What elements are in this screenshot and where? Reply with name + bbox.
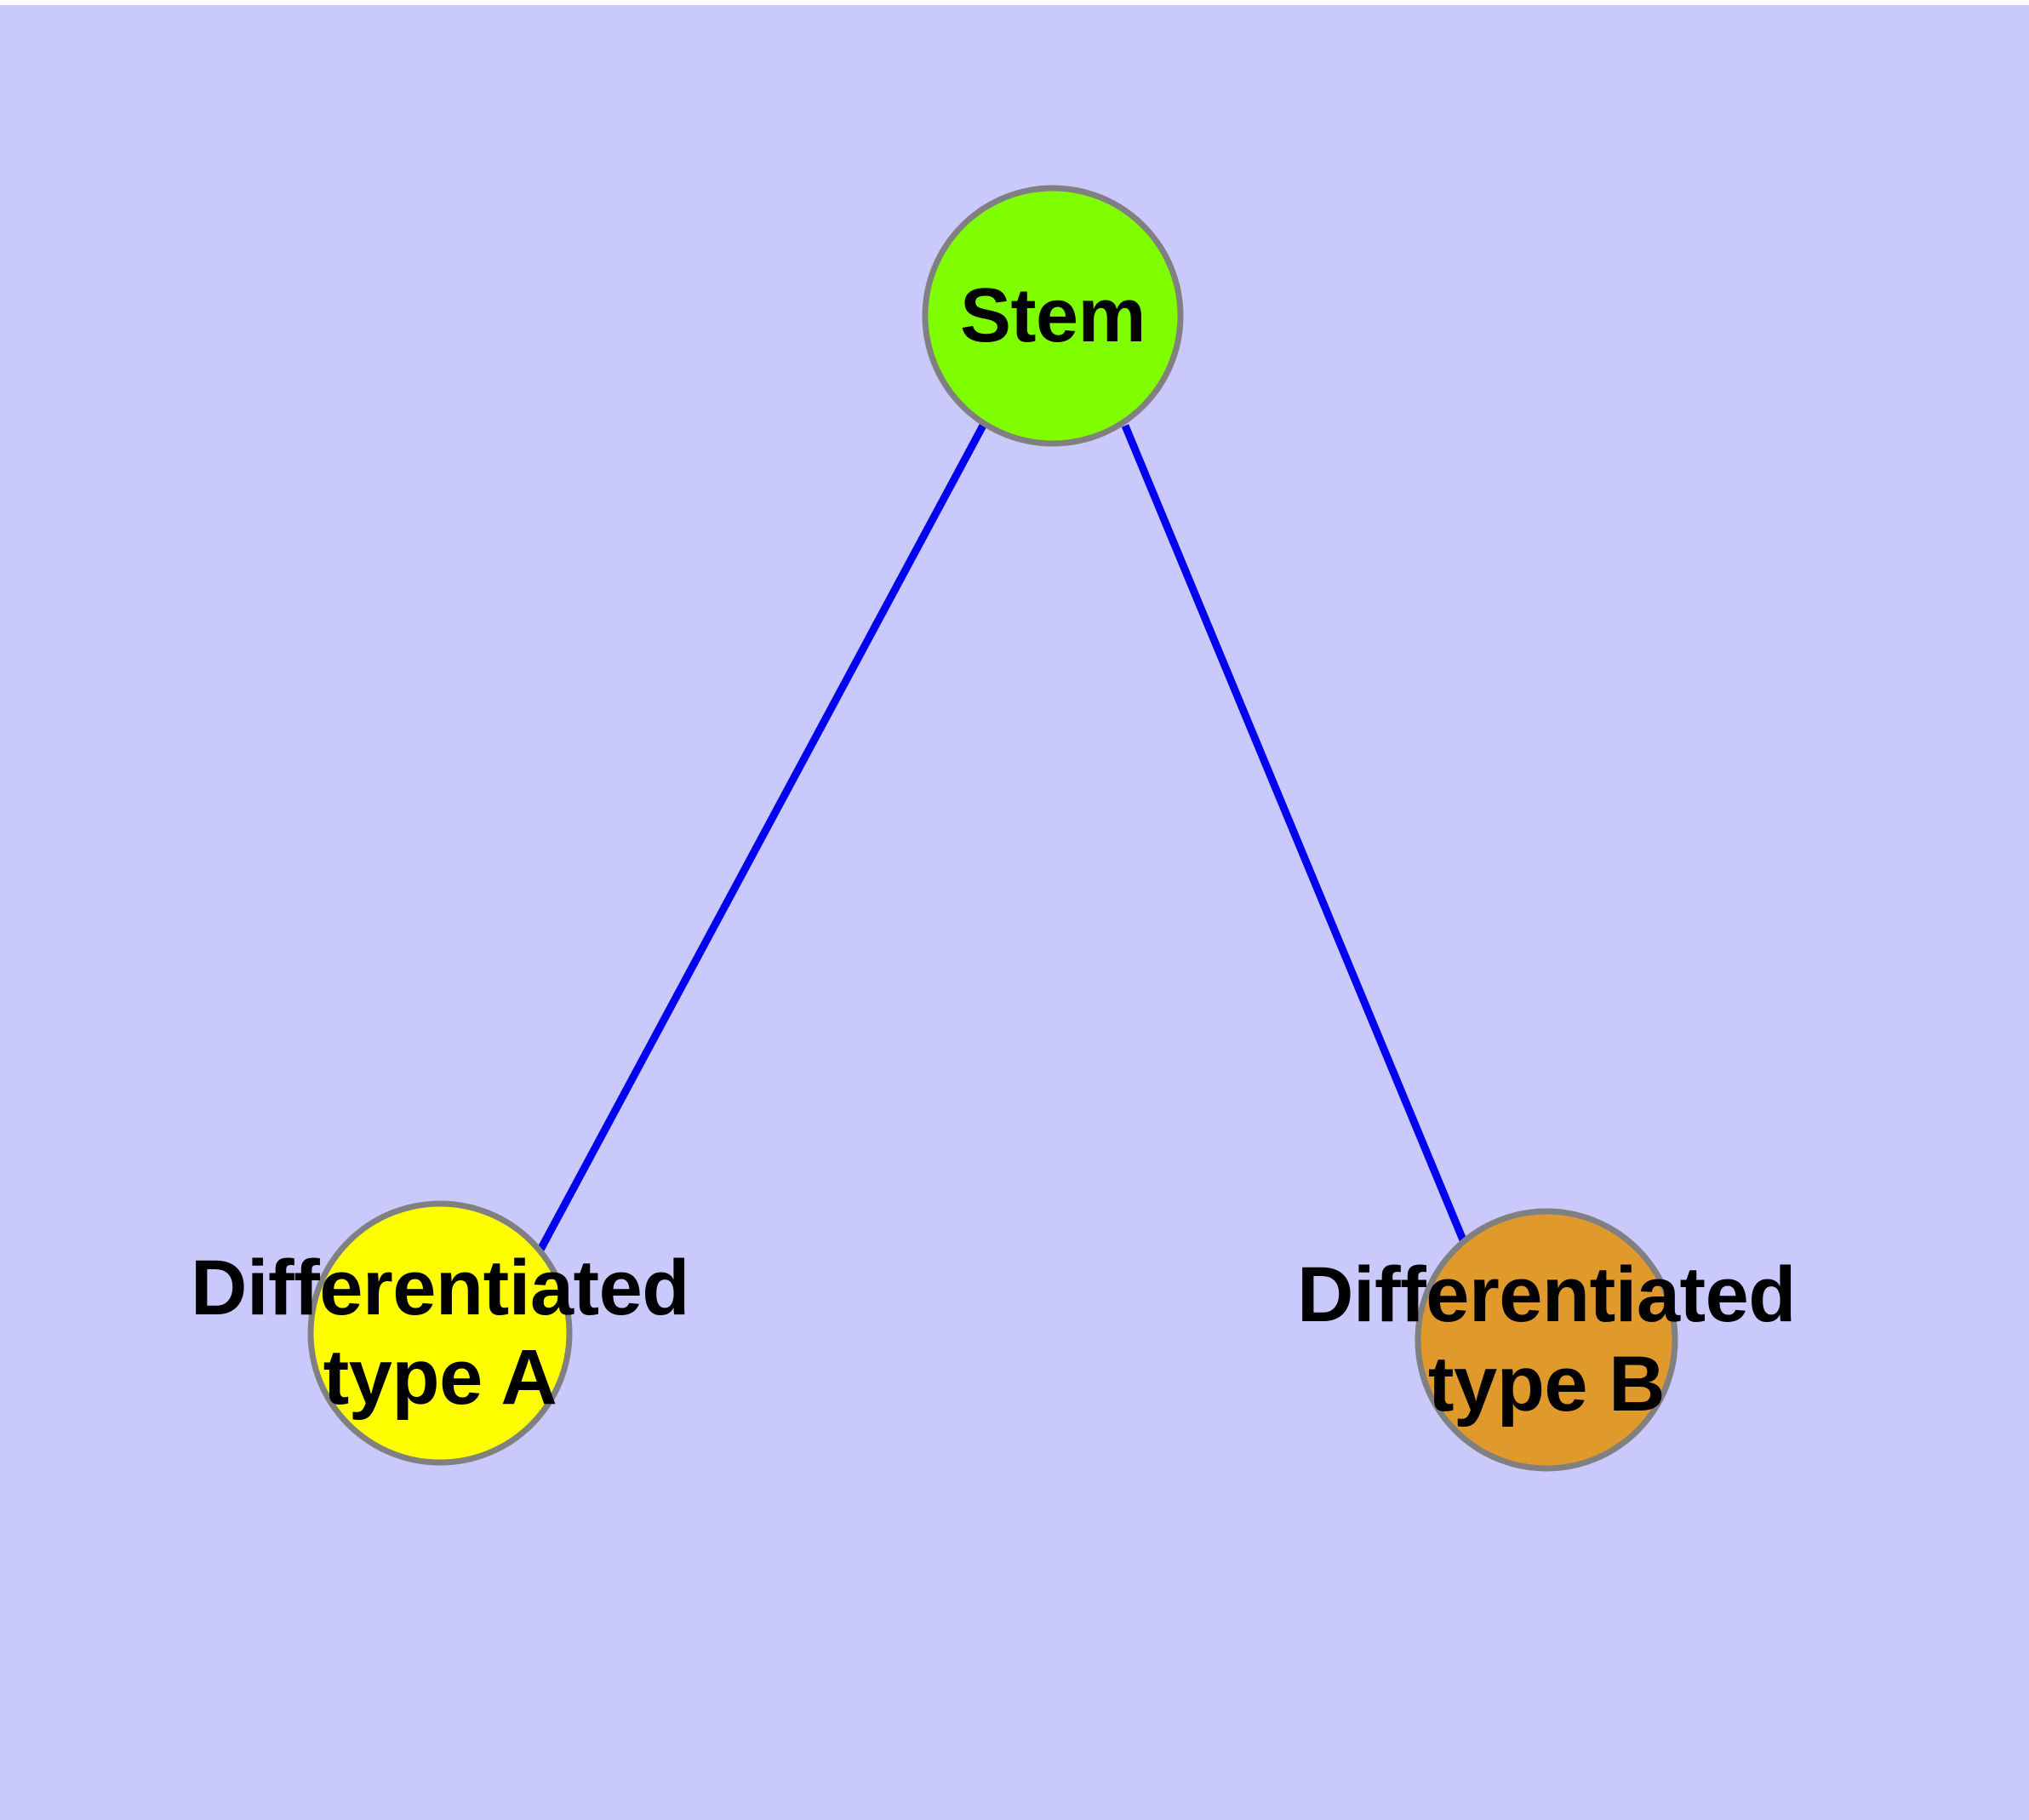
graph-node-diff_b[interactable] [1415, 1208, 1678, 1472]
graph-node-stem[interactable] [922, 185, 1184, 447]
edges-group [536, 421, 1468, 1254]
graph-edge-stem-diff_b [1121, 424, 1468, 1244]
graph-node-diff_a[interactable] [307, 1200, 573, 1466]
graph-edge-stem-diff_a [536, 421, 987, 1254]
nodes-group [307, 185, 1678, 1472]
